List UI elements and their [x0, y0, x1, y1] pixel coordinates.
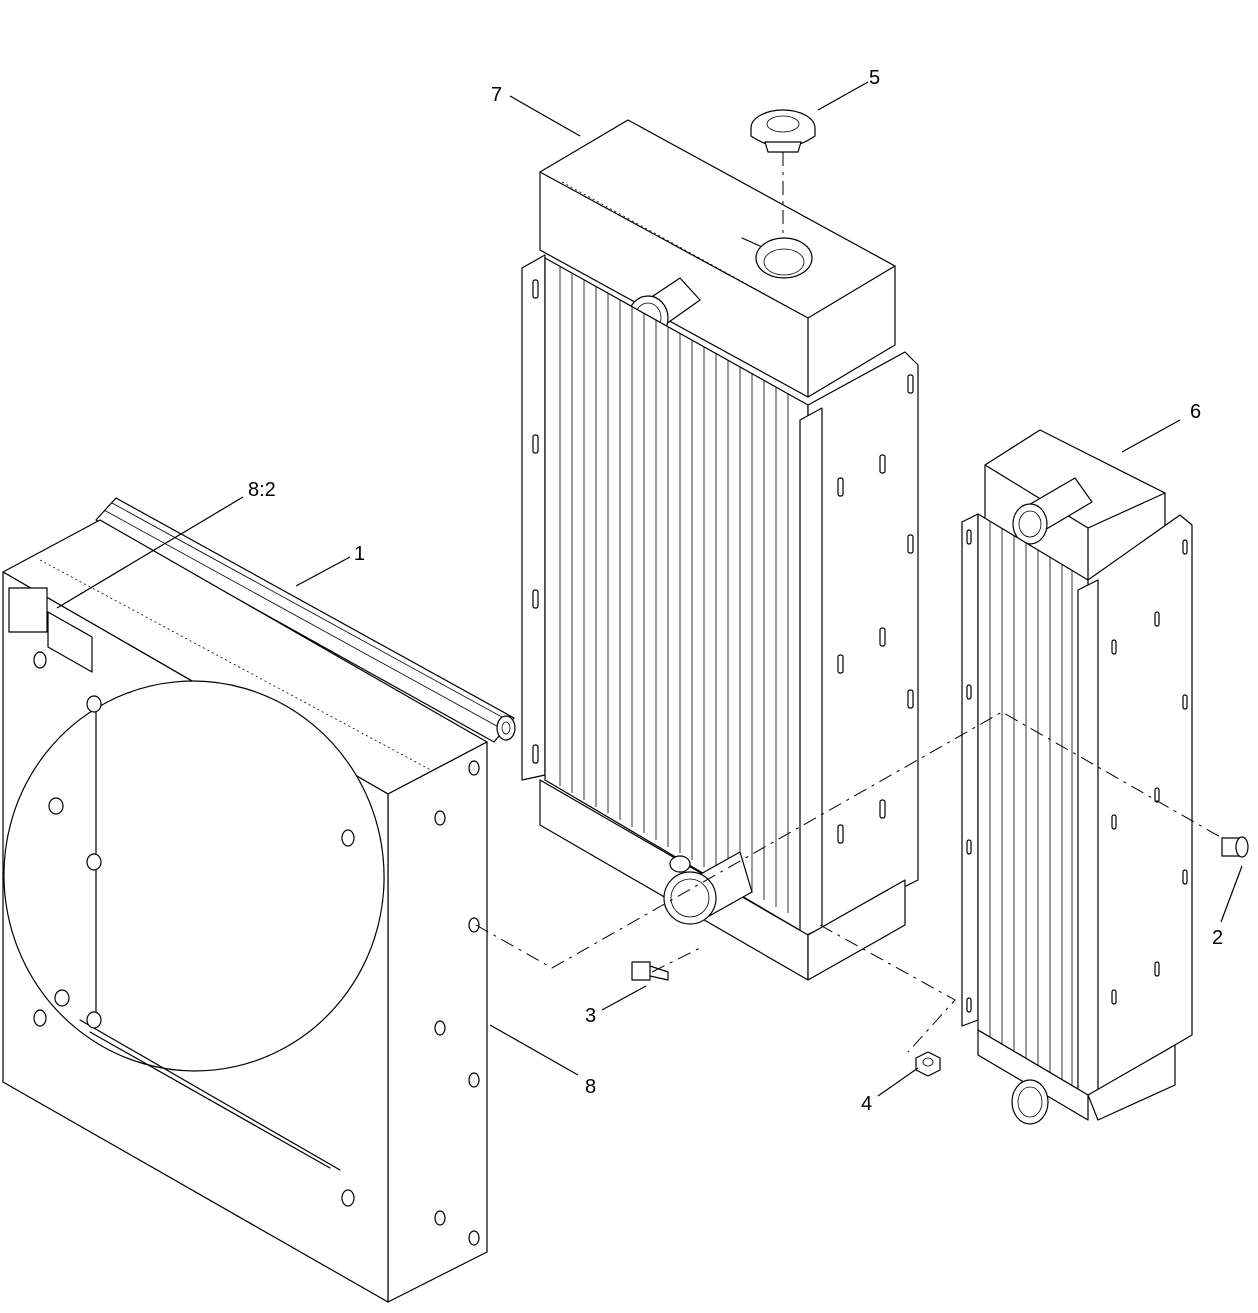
- fan-shroud: [2, 497, 516, 1303]
- decal-right: [47, 611, 93, 673]
- bolt-3: [631, 961, 669, 981]
- radiator: [521, 119, 919, 981]
- callout-1: 1: [354, 543, 365, 565]
- radiator-cap: [750, 109, 816, 153]
- oil-cooler: [961, 429, 1193, 1125]
- callout-6: 6: [1190, 401, 1201, 423]
- callout-7: 7: [491, 84, 502, 106]
- assembly-center-lines: [475, 152, 1223, 1053]
- callout-3: 3: [585, 1005, 596, 1027]
- radiator-fins: [559, 266, 789, 913]
- decal-left: [8, 587, 48, 633]
- callout-4: 4: [861, 1093, 872, 1115]
- nut-4: [915, 1051, 941, 1077]
- callout-5: 5: [869, 67, 880, 89]
- callout-8: 8: [585, 1076, 596, 1098]
- callout-labels: 8:2 1 2 3 4 5 6 7 8: [248, 67, 1223, 1115]
- callout-8-2: 8:2: [248, 479, 276, 501]
- leader-lines: [56, 81, 1243, 1097]
- callout-2: 2: [1212, 927, 1223, 949]
- cooler-fins: [989, 522, 1073, 1086]
- bolt-2: [1221, 836, 1249, 858]
